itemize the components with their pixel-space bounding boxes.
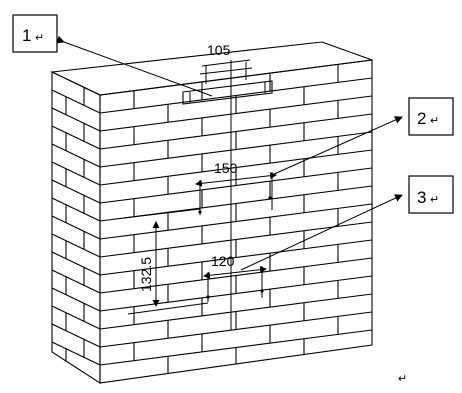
wall-outline	[50, 41, 373, 385]
brick-joint	[52, 341, 100, 366]
brick-joint	[52, 125, 100, 150]
brick-joint	[52, 323, 100, 348]
brick-joint	[52, 305, 100, 330]
brick-joint	[52, 215, 100, 240]
brick-joint	[52, 251, 100, 276]
callout-2-number: 2	[417, 109, 426, 128]
footer-return-mark: ↵	[398, 373, 407, 385]
callout-1-number: 1	[22, 26, 31, 45]
brick-joint	[52, 233, 100, 258]
top-slot	[182, 80, 273, 105]
brick-joint	[52, 179, 100, 204]
lower-anchors: 120	[203, 253, 267, 302]
brick-joint	[52, 107, 100, 132]
brick-joint	[52, 89, 100, 114]
side-face-bricks	[52, 87, 100, 383]
top-slot-dimension: 105	[199, 42, 253, 84]
vertical-offset-dimension: 132.5	[123, 208, 209, 315]
brick-joint	[52, 269, 100, 294]
dim-label-150: 150	[214, 160, 238, 176]
callout-2: 2 ↵	[271, 97, 454, 176]
callout-2-return-mark: ↵	[430, 115, 439, 127]
brick-joint	[52, 161, 100, 186]
brick-joint	[52, 197, 100, 222]
brick-joint	[52, 143, 100, 168]
callout-3: 3 ↵	[240, 175, 454, 271]
brick-joint	[52, 287, 100, 312]
callout-3-return-mark: ↵	[430, 194, 439, 206]
callout-1-return-mark: ↵	[35, 32, 44, 44]
dim-label-top: 105	[207, 42, 231, 58]
callout-1: 1 ↵	[12, 14, 213, 97]
callout-3-number: 3	[417, 188, 426, 207]
dim-label-120: 120	[211, 253, 235, 269]
dim-label-132: 132.5	[138, 257, 154, 292]
brick-joint	[52, 359, 100, 383]
front-face-bricks	[100, 64, 372, 383]
